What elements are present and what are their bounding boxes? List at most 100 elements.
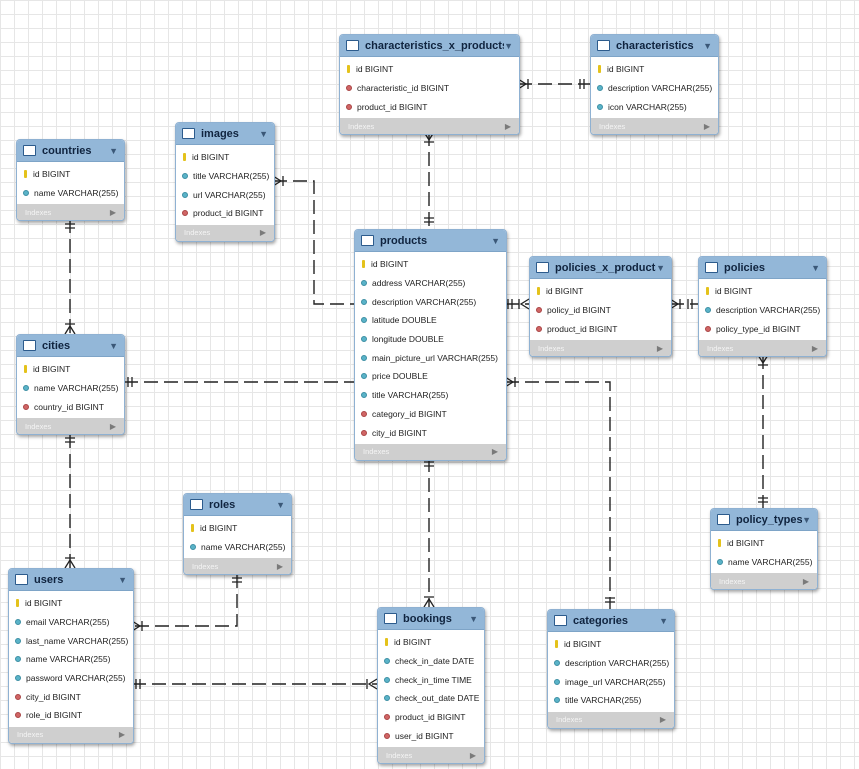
column-row[interactable]: title VARCHAR(255) (548, 691, 674, 710)
column-row[interactable]: image_url VARCHAR(255) (548, 672, 674, 691)
column-row[interactable]: product_id BIGINT (340, 97, 519, 116)
column-row[interactable]: url VARCHAR(255) (176, 185, 274, 204)
table-header[interactable]: policy_types▼ (711, 509, 817, 531)
indexes-footer[interactable]: Indexes▶ (355, 443, 506, 460)
expand-right-icon[interactable]: ▶ (656, 343, 663, 353)
indexes-footer[interactable]: Indexes▶ (17, 204, 124, 221)
expand-right-icon[interactable]: ▶ (259, 228, 266, 238)
expand-arrow-icon[interactable]: ▼ (703, 40, 712, 51)
indexes-footer[interactable]: Indexes▶ (184, 558, 291, 575)
expand-right-icon[interactable]: ▶ (469, 750, 476, 760)
expand-arrow-icon[interactable]: ▼ (491, 235, 500, 246)
column-row[interactable]: title VARCHAR(255) (176, 167, 274, 186)
expand-right-icon[interactable]: ▶ (802, 576, 809, 586)
indexes-footer[interactable]: Indexes▶ (378, 747, 484, 764)
column-row[interactable]: address VARCHAR(255) (355, 274, 506, 293)
column-row[interactable]: password VARCHAR(255) (9, 669, 133, 688)
column-row[interactable]: id BIGINT (9, 594, 133, 613)
column-row[interactable]: last_name VARCHAR(255) (9, 631, 133, 650)
indexes-footer[interactable]: Indexes▶ (591, 118, 718, 135)
column-row[interactable]: id BIGINT (530, 282, 671, 301)
table-header[interactable]: users▼ (9, 569, 133, 591)
expand-arrow-icon[interactable]: ▼ (259, 128, 268, 139)
column-row[interactable]: title VARCHAR(255) (355, 386, 506, 405)
indexes-footer[interactable]: Indexes▶ (530, 340, 671, 357)
expand-arrow-icon[interactable]: ▼ (504, 40, 513, 51)
table-header[interactable]: countries▼ (17, 140, 124, 162)
table-header[interactable]: bookings▼ (378, 608, 484, 630)
indexes-footer[interactable]: Indexes▶ (699, 340, 826, 357)
expand-arrow-icon[interactable]: ▼ (811, 262, 820, 273)
column-row[interactable]: name VARCHAR(255) (17, 184, 124, 203)
indexes-footer[interactable]: Indexes▶ (340, 118, 519, 135)
expand-right-icon[interactable]: ▶ (703, 121, 710, 131)
expand-right-icon[interactable]: ▶ (109, 421, 116, 431)
table-header[interactable]: cities▼ (17, 335, 124, 357)
indexes-footer[interactable]: Indexes▶ (176, 224, 274, 241)
column-row[interactable]: id BIGINT (355, 255, 506, 274)
table-header[interactable]: policies▼ (699, 257, 826, 279)
column-row[interactable]: id BIGINT (699, 282, 826, 301)
expand-right-icon[interactable]: ▶ (109, 207, 116, 217)
column-row[interactable]: user_id BIGINT (378, 726, 484, 745)
column-row[interactable]: id BIGINT (591, 60, 718, 79)
column-row[interactable]: price DOUBLE (355, 367, 506, 386)
indexes-footer[interactable]: Indexes▶ (17, 418, 124, 435)
table-header[interactable]: characteristics▼ (591, 35, 718, 57)
table-header[interactable]: categories▼ (548, 610, 674, 632)
expand-right-icon[interactable]: ▶ (118, 730, 125, 740)
column-row[interactable]: name VARCHAR(255) (711, 553, 817, 572)
column-row[interactable]: longitude DOUBLE (355, 330, 506, 349)
column-row[interactable]: latitude DOUBLE (355, 311, 506, 330)
column-row[interactable]: description VARCHAR(255) (355, 292, 506, 311)
expand-arrow-icon[interactable]: ▼ (469, 613, 478, 624)
expand-arrow-icon[interactable]: ▼ (659, 615, 668, 626)
indexes-footer[interactable]: Indexes▶ (711, 573, 817, 590)
expand-arrow-icon[interactable]: ▼ (109, 145, 118, 156)
table-header[interactable]: images▼ (176, 123, 274, 145)
column-row[interactable]: role_id BIGINT (9, 706, 133, 725)
column-row[interactable]: check_in_time TIME (378, 670, 484, 689)
expand-arrow-icon[interactable]: ▼ (109, 340, 118, 351)
column-row[interactable]: id BIGINT (340, 60, 519, 79)
column-row[interactable]: id BIGINT (378, 633, 484, 652)
column-row[interactable]: policy_id BIGINT (530, 301, 671, 320)
expand-right-icon[interactable]: ▶ (491, 447, 498, 457)
column-row[interactable]: description VARCHAR(255) (548, 654, 674, 673)
column-row[interactable]: city_id BIGINT (9, 687, 133, 706)
expand-right-icon[interactable]: ▶ (276, 561, 283, 571)
column-row[interactable]: description VARCHAR(255) (591, 79, 718, 98)
column-row[interactable]: id BIGINT (548, 635, 674, 654)
expand-right-icon[interactable]: ▶ (504, 121, 511, 131)
column-row[interactable]: check_in_date DATE (378, 652, 484, 671)
column-row[interactable]: policy_type_id BIGINT (699, 319, 826, 338)
indexes-footer[interactable]: Indexes▶ (9, 726, 133, 743)
table-header[interactable]: policies_x_products▼ (530, 257, 671, 279)
column-row[interactable]: id BIGINT (711, 534, 817, 553)
expand-right-icon[interactable]: ▶ (811, 343, 818, 353)
expand-arrow-icon[interactable]: ▼ (276, 499, 285, 510)
column-row[interactable]: city_id BIGINT (355, 423, 506, 442)
column-row[interactable]: country_id BIGINT (17, 397, 124, 416)
expand-arrow-icon[interactable]: ▼ (118, 574, 127, 585)
column-row[interactable]: id BIGINT (176, 148, 274, 167)
column-row[interactable]: characteristic_id BIGINT (340, 79, 519, 98)
column-row[interactable]: id BIGINT (17, 165, 124, 184)
expand-arrow-icon[interactable]: ▼ (656, 262, 665, 273)
column-row[interactable]: id BIGINT (17, 360, 124, 379)
column-row[interactable]: product_id BIGINT (530, 319, 671, 338)
column-row[interactable]: name VARCHAR(255) (9, 650, 133, 669)
column-row[interactable]: name VARCHAR(255) (184, 538, 291, 557)
expand-arrow-icon[interactable]: ▼ (802, 514, 811, 525)
column-row[interactable]: name VARCHAR(255) (17, 379, 124, 398)
column-row[interactable]: id BIGINT (184, 519, 291, 538)
